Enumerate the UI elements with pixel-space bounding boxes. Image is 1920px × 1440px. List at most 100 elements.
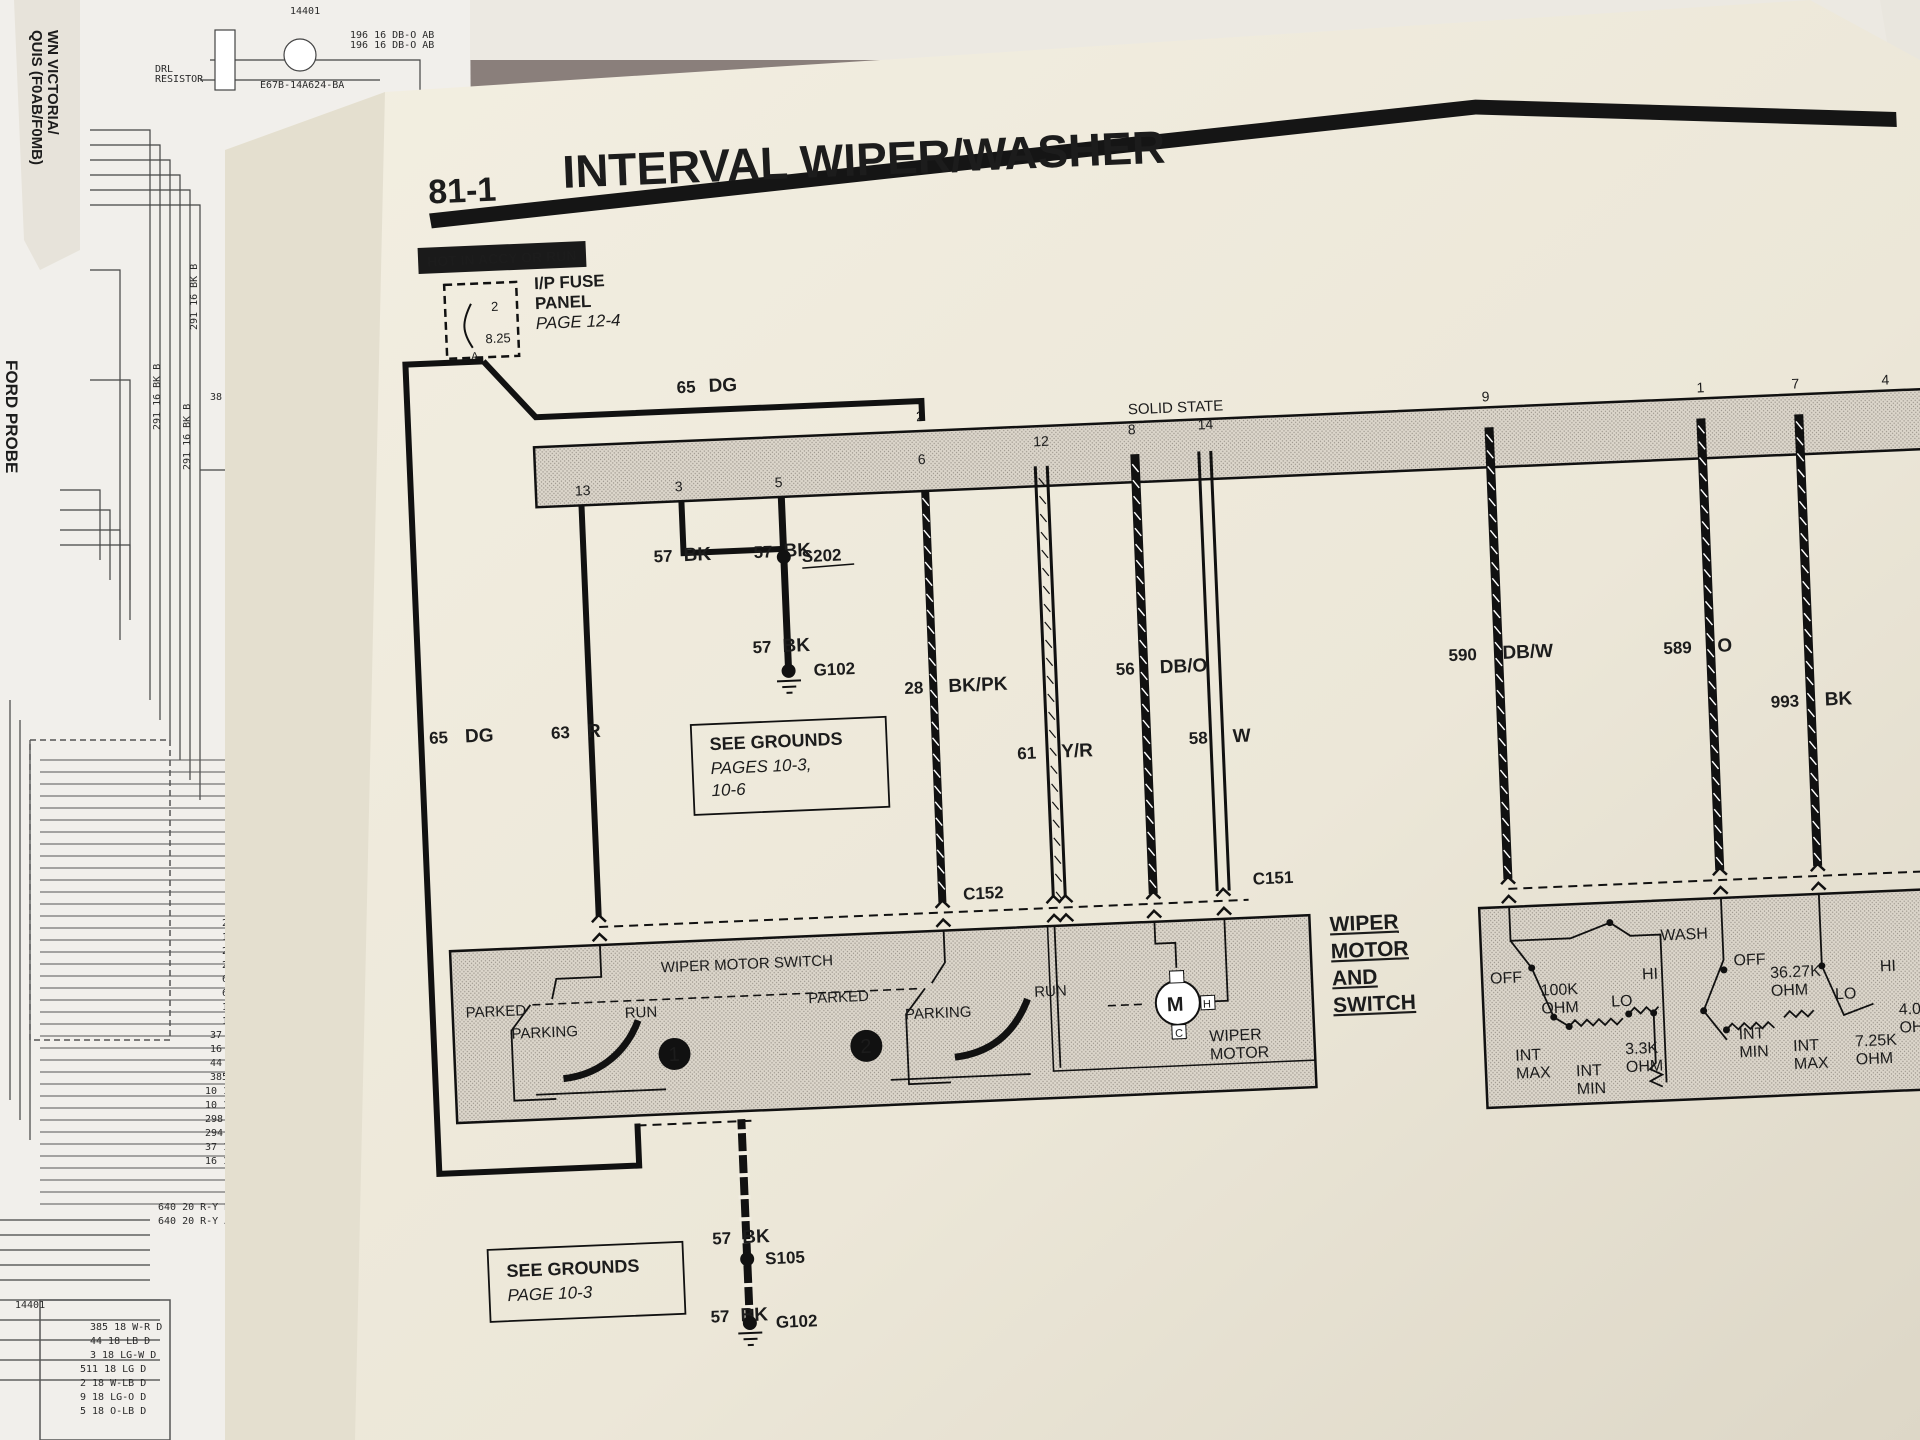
selector-int-max-b-2: MAX <box>1794 1055 1830 1073</box>
wire-993-tick <box>1812 836 1821 846</box>
wire-993-tick <box>1798 484 1806 494</box>
back-connector-box <box>29 739 171 1041</box>
wire-58-circuit: 58 <box>1188 728 1208 748</box>
wire-28-tick <box>925 577 933 587</box>
wire-993-tick <box>1813 852 1821 862</box>
wire-56-tick <box>1135 543 1143 553</box>
wire-61-tick <box>1053 837 1061 846</box>
selector-3k3-ohm: OHM <box>1626 1058 1664 1077</box>
wire-589-tick <box>1709 712 1718 722</box>
back-wire-4 <box>90 189 191 780</box>
back-label-68: 5 18 O-LB D <box>80 1406 146 1417</box>
wire-28-tick <box>937 865 945 874</box>
switch1-run: RUN <box>624 1004 657 1022</box>
back-label-1: DRL <box>155 64 173 75</box>
wire-589-tick <box>1704 600 1713 610</box>
back-wire-10 <box>60 529 121 600</box>
back-label-67: 9 18 LG-O D <box>80 1392 146 1403</box>
switch2-badge-text: 2 <box>860 1036 872 1058</box>
wire-993-tick <box>1800 532 1808 542</box>
wire-590-tick <box>1494 641 1502 651</box>
motor-brush-top <box>1168 970 1185 984</box>
wire-28-tick <box>927 641 936 651</box>
connector-pin-top-8 <box>1809 862 1826 873</box>
selector-node-0 <box>1528 964 1536 972</box>
wire-61-circuit: 61 <box>1017 744 1037 764</box>
selector-b-arm <box>1702 897 1728 1041</box>
connector-pin-bottom-6 <box>1501 894 1517 905</box>
selector-off-b: OFF <box>1733 951 1766 969</box>
wire-993-tick <box>1801 564 1809 574</box>
selector-node-3 <box>1625 1010 1633 1018</box>
solid-state-module <box>532 387 1920 509</box>
title-rule <box>429 99 1897 229</box>
wire-56-tick <box>1145 783 1153 793</box>
wire-61-color: Y/R <box>1061 740 1094 762</box>
wire-993-circuit: 993 <box>1770 692 1799 712</box>
back-connector-round <box>283 38 317 72</box>
component-label-1: MOTOR <box>1330 937 1409 963</box>
wire-590-tick <box>1498 737 1506 747</box>
wire-28-tick <box>934 801 943 810</box>
connector-pin-bottom-5 <box>1216 906 1233 916</box>
wire-65-left-circuit: 65 <box>429 728 449 748</box>
wire-56-tick <box>1142 719 1150 729</box>
selector-408-ohm: OHM <box>1899 1018 1920 1037</box>
module-pin-3: 3 <box>674 478 683 494</box>
wire-28-tick <box>922 513 931 523</box>
selector-int-min: INT <box>1576 1062 1603 1080</box>
wire-65-dg-top <box>481 359 926 422</box>
connector-pin-top-1 <box>934 898 951 909</box>
power-label-box <box>417 240 587 274</box>
wire-590-tick <box>1490 545 1498 555</box>
wire-993-tick <box>1804 644 1813 654</box>
wire-56-tick <box>1141 687 1149 697</box>
wire-589-tick <box>1714 824 1722 834</box>
wire-63-circuit: 63 <box>551 723 571 743</box>
splice-s202-dot <box>776 549 791 564</box>
wire-61-tick <box>1043 603 1051 613</box>
wire-590-circuit: 590 <box>1448 645 1477 665</box>
module-pin-6: 6 <box>918 451 927 467</box>
selector-408: 4.08 <box>1898 1000 1920 1018</box>
selector-node-7 <box>1720 966 1728 974</box>
wire-590-tick <box>1502 833 1510 843</box>
wire-61-tick <box>1039 513 1048 523</box>
wire-993-tick <box>1806 692 1815 702</box>
wire-57-a-color: BK <box>683 544 712 566</box>
back-label-66: 2 18 W-LB D <box>80 1378 146 1389</box>
wire-61-tick <box>1048 711 1056 721</box>
connector-right-line <box>1508 869 1920 890</box>
connector-c151: C151 <box>1252 868 1293 889</box>
back-wire-11 <box>60 544 131 620</box>
wire-61-tick <box>1054 855 1062 864</box>
splice-s105-dot <box>740 1252 755 1267</box>
wire-589-tick <box>1698 441 1706 450</box>
wire-590-tick <box>1493 625 1502 635</box>
wire-590-tick <box>1491 577 1500 587</box>
wire-28-tick <box>933 785 942 795</box>
ground-g102-top-dot <box>781 663 796 678</box>
wire-56-circuit: 56 <box>1115 659 1135 679</box>
switch2-parking: PARKING <box>905 1003 972 1023</box>
selector-lo-b: LO <box>1835 985 1857 1003</box>
back-label-4: 196 16 DB-O AB <box>350 40 434 51</box>
wire-28-tick <box>925 593 934 603</box>
ground-note-upper-line-0: PAGES 10-3, <box>710 755 812 778</box>
wire-590-tick <box>1489 529 1498 539</box>
module-pin-5: 5 <box>774 474 783 490</box>
wire-57-bk-b <box>777 496 793 669</box>
component-label-3: SWITCH <box>1333 991 1417 1017</box>
wire-993-tick <box>1808 724 1816 734</box>
motor-h: H <box>1203 998 1211 1010</box>
selector-b-resistor <box>1725 1009 1815 1031</box>
wire-589-tick <box>1703 568 1712 578</box>
back-label-3: 196 16 DB-O AB <box>350 30 434 41</box>
wire-56-tick <box>1148 863 1156 873</box>
back-wire-5 <box>90 204 201 800</box>
wire-590-tick <box>1493 609 1501 619</box>
wire-57-d-circuit: 57 <box>712 1229 732 1249</box>
wire-63-color: R <box>587 721 602 743</box>
fuse-element <box>463 303 474 349</box>
selector-node-4 <box>1650 1009 1658 1017</box>
